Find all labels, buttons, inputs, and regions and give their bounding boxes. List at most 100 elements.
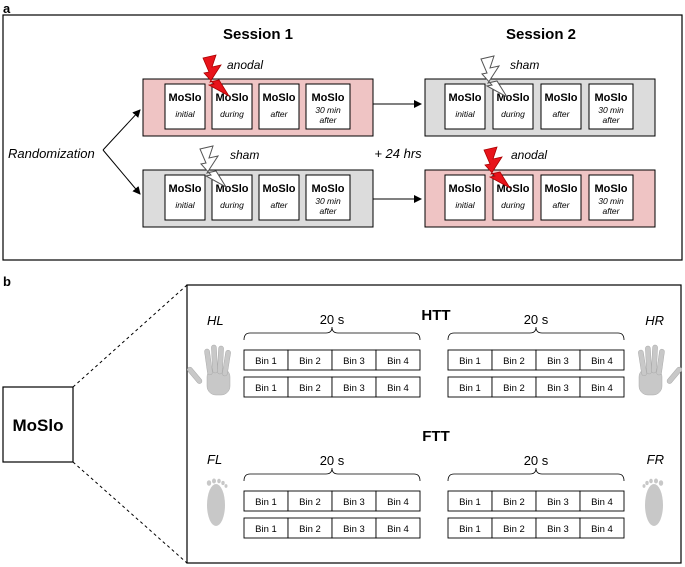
bin-label: Bin 1 — [255, 356, 277, 367]
bin-label: Bin 3 — [343, 356, 365, 367]
session2-sham-tests: MoSlo initial MoSlo during MoSlo after M… — [444, 83, 634, 130]
duration-label-htt-left: 20 s — [320, 312, 345, 327]
bin-label: Bin 2 — [503, 524, 525, 535]
svg-text:30 min: 30 min — [598, 196, 624, 206]
svg-text:MoSlo: MoSlo — [545, 92, 578, 104]
svg-text:after: after — [270, 109, 288, 119]
svg-text:30 min: 30 min — [315, 196, 341, 206]
zoom-line-top — [72, 284, 188, 388]
bin-label: Bin 4 — [591, 524, 613, 535]
test-card: MoSlo initial — [164, 83, 206, 130]
svg-text:after: after — [319, 115, 337, 125]
brace-ftt-right — [447, 467, 625, 482]
panel-b-label: b — [3, 274, 11, 289]
delay-label: + 24 hrs — [374, 146, 422, 161]
svg-text:MoSlo: MoSlo — [216, 183, 249, 195]
bin-cell — [579, 376, 625, 398]
bin-label: Bin 1 — [459, 383, 481, 394]
session2-title: Session 2 — [506, 26, 576, 43]
svg-text:initial: initial — [455, 109, 475, 119]
bin-label: Bin 3 — [547, 524, 569, 535]
panel-b-frame — [186, 284, 682, 564]
brace-htt-left — [243, 326, 421, 341]
bin-label: Bin 1 — [255, 497, 277, 508]
bin-cell — [375, 376, 421, 398]
svg-text:30 min: 30 min — [315, 105, 341, 115]
stim-label-anodal-s1: anodal — [227, 58, 263, 72]
svg-text:during: during — [501, 200, 525, 210]
svg-text:MoSlo: MoSlo — [595, 183, 628, 195]
randomization-label: Randomization — [8, 146, 95, 161]
bin-label: Bin 2 — [299, 383, 321, 394]
arrow-to-sham-first — [102, 149, 141, 195]
test-card: MoSlo initial — [164, 174, 206, 221]
bin-label: Bin 2 — [299, 524, 321, 535]
bin-label: Bin 3 — [547, 383, 569, 394]
svg-text:after: after — [602, 206, 620, 216]
svg-text:initial: initial — [175, 109, 195, 119]
session1-title: Session 1 — [223, 26, 293, 43]
svg-text:after: after — [552, 200, 570, 210]
htt-title: HTT — [421, 307, 450, 324]
svg-text:MoSlo: MoSlo — [263, 92, 296, 104]
session2-anodal-tests: MoSlo initial MoSlo during MoSlo after M… — [444, 174, 634, 221]
bin-cell — [375, 490, 421, 512]
svg-text:during: during — [220, 109, 244, 119]
svg-text:MoSlo: MoSlo — [312, 92, 345, 104]
anodal-lightning-icon — [483, 146, 512, 190]
stim-label-anodal-s2: anodal — [511, 148, 547, 162]
svg-text:MoSlo: MoSlo — [312, 183, 345, 195]
test-card: MoSlo 30 min after — [305, 174, 351, 221]
svg-text:MoSlo: MoSlo — [169, 183, 202, 195]
stim-label-sham-s2: sham — [510, 58, 539, 72]
fl-label: FL — [207, 452, 222, 467]
sham-lightning-icon — [480, 55, 509, 99]
moslo-label: MoSlo — [13, 416, 64, 435]
bin-label: Bin 3 — [547, 356, 569, 367]
svg-text:MoSlo: MoSlo — [545, 183, 578, 195]
svg-text:after: after — [319, 206, 337, 216]
test-card: MoSlo 30 min after — [588, 83, 634, 130]
right-foot-icon — [642, 478, 664, 526]
bin-label: Bin 3 — [343, 383, 365, 394]
bin-label: Bin 2 — [503, 356, 525, 367]
stim-label-sham-s1: sham — [230, 148, 259, 162]
test-card: MoSlo initial — [444, 174, 486, 221]
svg-text:after: after — [270, 200, 288, 210]
svg-text:initial: initial — [175, 200, 195, 210]
bin-label: Bin 3 — [343, 497, 365, 508]
arrow-to-anodal-first — [102, 109, 141, 151]
svg-text:MoSlo: MoSlo — [216, 92, 249, 104]
bin-label: Bin 2 — [503, 497, 525, 508]
duration-label-ftt-left: 20 s — [320, 453, 345, 468]
duration-label-htt-right: 20 s — [524, 312, 549, 327]
right-hand-icon — [638, 344, 682, 396]
bin-label: Bin 4 — [591, 383, 613, 394]
bin-label: Bin 4 — [591, 356, 613, 367]
svg-text:MoSlo: MoSlo — [169, 92, 202, 104]
svg-text:during: during — [501, 109, 525, 119]
test-card: MoSlo after — [540, 83, 582, 130]
ftt-title: FTT — [422, 428, 450, 445]
svg-text:MoSlo: MoSlo — [449, 92, 482, 104]
bin-label: Bin 1 — [255, 383, 277, 394]
bin-label: Bin 1 — [255, 524, 277, 535]
bin-cell — [375, 517, 421, 539]
bin-row: Bin 1 Bin 2 Bin 3 Bin 4 — [243, 376, 421, 398]
svg-text:MoSlo: MoSlo — [263, 183, 296, 195]
test-card: MoSlo after — [540, 174, 582, 221]
bin-label: Bin 4 — [387, 383, 409, 394]
moslo-box — [2, 386, 74, 463]
left-hand-icon — [187, 344, 231, 396]
anodal-lightning-icon — [202, 54, 231, 98]
bin-cell — [579, 517, 625, 539]
bin-label: Bin 4 — [591, 497, 613, 508]
test-card: MoSlo initial — [444, 83, 486, 130]
